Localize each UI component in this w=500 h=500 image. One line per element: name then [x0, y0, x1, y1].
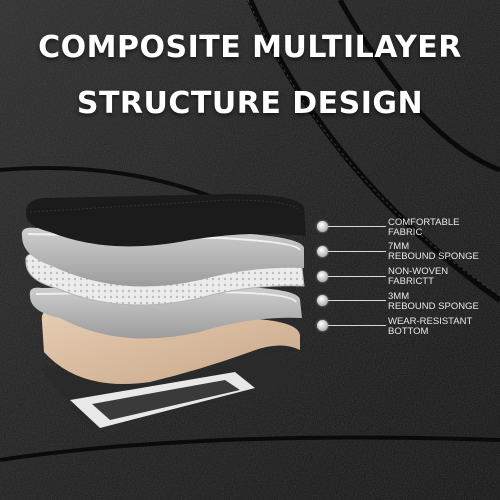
leader-line — [328, 251, 386, 252]
leader-line — [328, 300, 386, 301]
label-line-1: WEAR-RESISTANT — [388, 316, 473, 327]
marker-dot — [317, 246, 328, 257]
layer-comfortable-fabric — [25, 194, 307, 247]
label-line-2: REBOUND SPONGE — [388, 301, 479, 312]
label-line-1: 7MM — [388, 241, 410, 252]
headline-line-2: STRUCTURE DESIGN — [76, 86, 424, 121]
label-line-1: 3MM — [388, 291, 410, 302]
label-line-2: BOTTOM — [388, 326, 429, 337]
label-7mm-sponge: 7MM REBOUND SPONGE — [388, 242, 479, 262]
label-3mm-sponge: 3MM REBOUND SPONGE — [388, 292, 479, 312]
marker-dot — [317, 271, 328, 282]
leader-line — [328, 325, 386, 326]
label-wear-resistant-bottom: WEAR-RESISTANT BOTTOM — [388, 317, 472, 337]
leader-line — [328, 226, 386, 227]
headline-line-1: COMPOSITE MULTILAYER — [38, 30, 462, 65]
marker-dot — [317, 295, 328, 306]
marker-dot — [317, 221, 328, 232]
marker-dot — [317, 320, 328, 331]
label-line-1: COMFORTABLE — [388, 217, 460, 228]
label-line-2: FABRIC — [388, 227, 423, 238]
label-non-woven: NON-WOVEN FABRICTT — [388, 267, 448, 287]
label-comfortable-fabric: COMFORTABLE FABRIC — [388, 218, 459, 238]
leader-line — [328, 276, 386, 277]
label-line-2: REBOUND SPONGE — [388, 251, 479, 262]
label-line-1: NON-WOVEN — [388, 266, 449, 277]
label-line-2: FABRICTT — [388, 276, 434, 287]
